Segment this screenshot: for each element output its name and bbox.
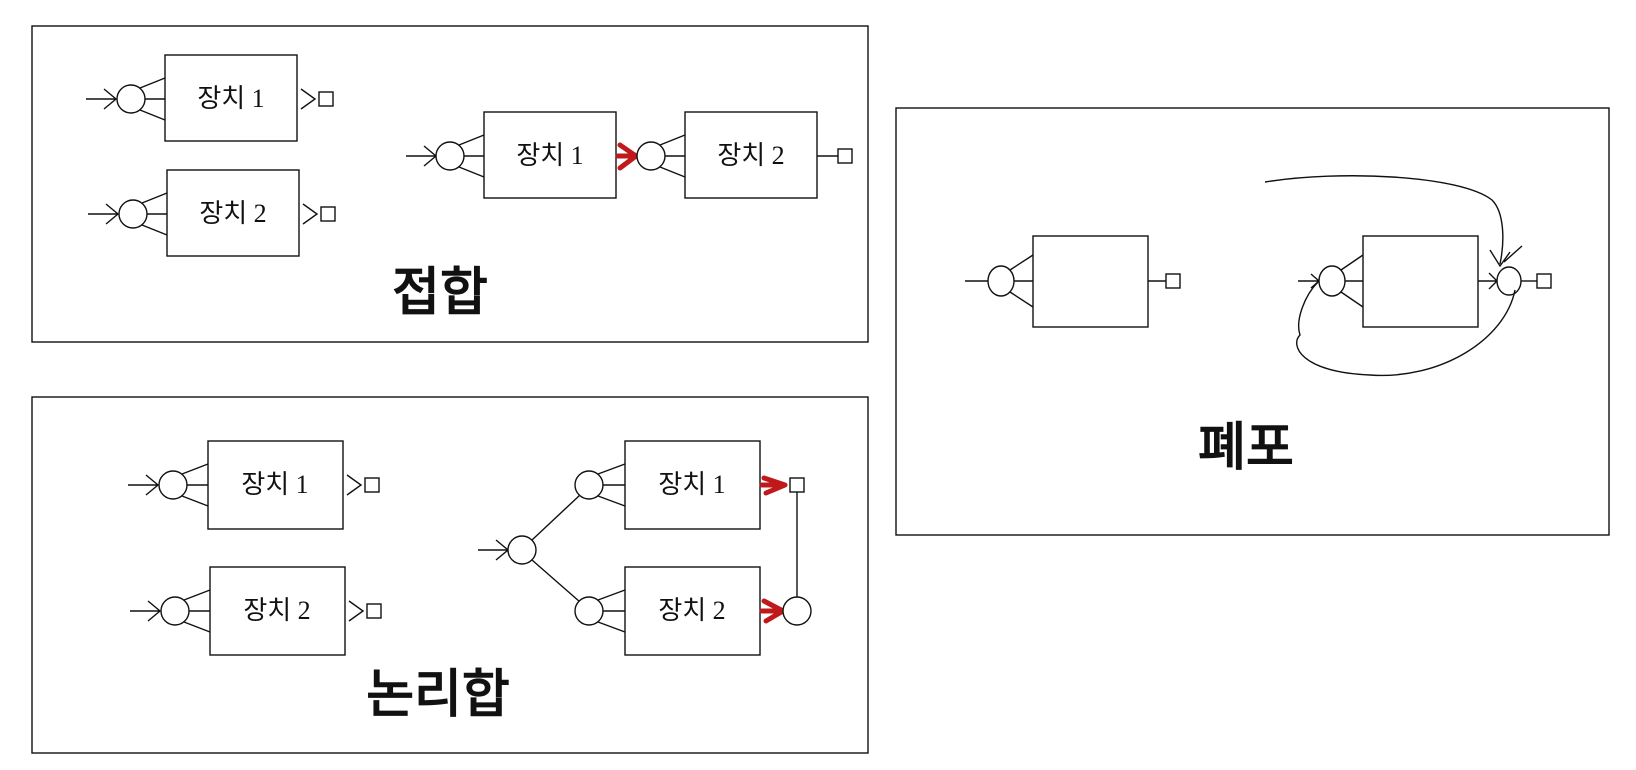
device-label: 장치 1 <box>516 141 583 170</box>
panel-conjunction: 장치 1 장치 2 장치 1 장치 2 <box>31 25 869 343</box>
input-node-icon <box>987 265 1015 297</box>
output-node-icon <box>364 477 380 493</box>
highlight-arrow-icon <box>759 475 788 496</box>
node-connectors <box>1009 254 1034 308</box>
input-node-icon <box>158 470 188 500</box>
node-connectors <box>1340 254 1364 308</box>
output-node-icon <box>1165 273 1181 289</box>
input-node-icon <box>116 84 146 114</box>
output-node-icon <box>318 91 334 107</box>
device-loop <box>1264 175 1552 377</box>
input-node-icon <box>574 596 604 626</box>
loop-arrowhead <box>1489 245 1523 268</box>
device-box <box>624 440 761 530</box>
device-unit: 장치 1 <box>128 440 380 530</box>
panel-title: 접합 <box>392 263 488 323</box>
panel-disjunction: 장치 1 장치 2 장치 1 <box>31 396 869 754</box>
node-connectors <box>597 589 626 633</box>
panel-title: 폐포 <box>1198 418 1294 478</box>
input-arrow-icon <box>130 600 162 622</box>
input-arrow-icon <box>128 474 160 496</box>
merge-node-icon <box>782 596 812 626</box>
device-box <box>624 566 761 656</box>
input-node-icon <box>160 596 190 626</box>
device-unit: 장치 2 <box>88 169 336 257</box>
device-chain: 장치 1 장치 2 <box>406 111 853 199</box>
device-label: 장치 1 <box>241 470 308 499</box>
output-node-icon <box>1536 273 1552 289</box>
input-node-icon <box>1318 265 1346 297</box>
node-connectors <box>139 77 166 121</box>
device-box <box>684 111 818 199</box>
output-arrow-icon <box>346 474 363 496</box>
node-connectors <box>458 134 485 178</box>
input-node-icon <box>636 141 666 171</box>
device-box <box>166 169 300 257</box>
panel-frame <box>895 107 1610 536</box>
loop-return-curve <box>1296 281 1516 377</box>
device-label: 장치 2 <box>199 199 266 228</box>
output-node-icon <box>320 206 336 222</box>
device-box <box>207 440 344 530</box>
closure-node-icon <box>1496 266 1522 296</box>
branch-lines <box>531 494 581 603</box>
input-arrow-icon <box>88 203 120 225</box>
device-box <box>209 566 346 656</box>
input-node-icon <box>435 141 465 171</box>
device-unit: 장치 2 <box>130 566 382 656</box>
output-node-icon <box>837 148 853 164</box>
node-connectors <box>659 134 686 178</box>
panel-closure: 폐포 <box>895 107 1610 536</box>
input-arrow-icon <box>86 88 118 110</box>
device-unit: 장치 1 <box>86 54 334 142</box>
node-connectors <box>141 192 168 236</box>
node-connectors <box>183 589 211 633</box>
split-node-icon <box>507 535 537 565</box>
node-connectors <box>597 463 626 507</box>
output-arrow-icon <box>348 600 365 622</box>
device-unit <box>965 235 1181 328</box>
node-connectors <box>181 463 209 507</box>
input-node-icon <box>118 199 148 229</box>
device-box <box>164 54 298 142</box>
device-box <box>483 111 617 199</box>
device-label: 장치 2 <box>717 141 784 170</box>
output-node-icon <box>789 477 805 493</box>
device-label: 장치 1 <box>197 84 264 113</box>
device-label: 장치 1 <box>658 470 725 499</box>
output-arrow-icon <box>300 88 317 110</box>
output-node-icon <box>366 603 382 619</box>
device-box <box>1032 235 1149 328</box>
input-node-icon <box>574 470 604 500</box>
device-label: 장치 2 <box>243 596 310 625</box>
device-label: 장치 2 <box>658 596 725 625</box>
loop-arrow-icon <box>1264 175 1504 265</box>
output-arrow-icon <box>302 203 319 225</box>
device-box <box>1362 235 1479 328</box>
device-branch: 장치 1 장치 2 <box>478 440 812 656</box>
highlight-arrow-icon <box>615 142 639 171</box>
panel-title: 논리합 <box>366 665 510 725</box>
